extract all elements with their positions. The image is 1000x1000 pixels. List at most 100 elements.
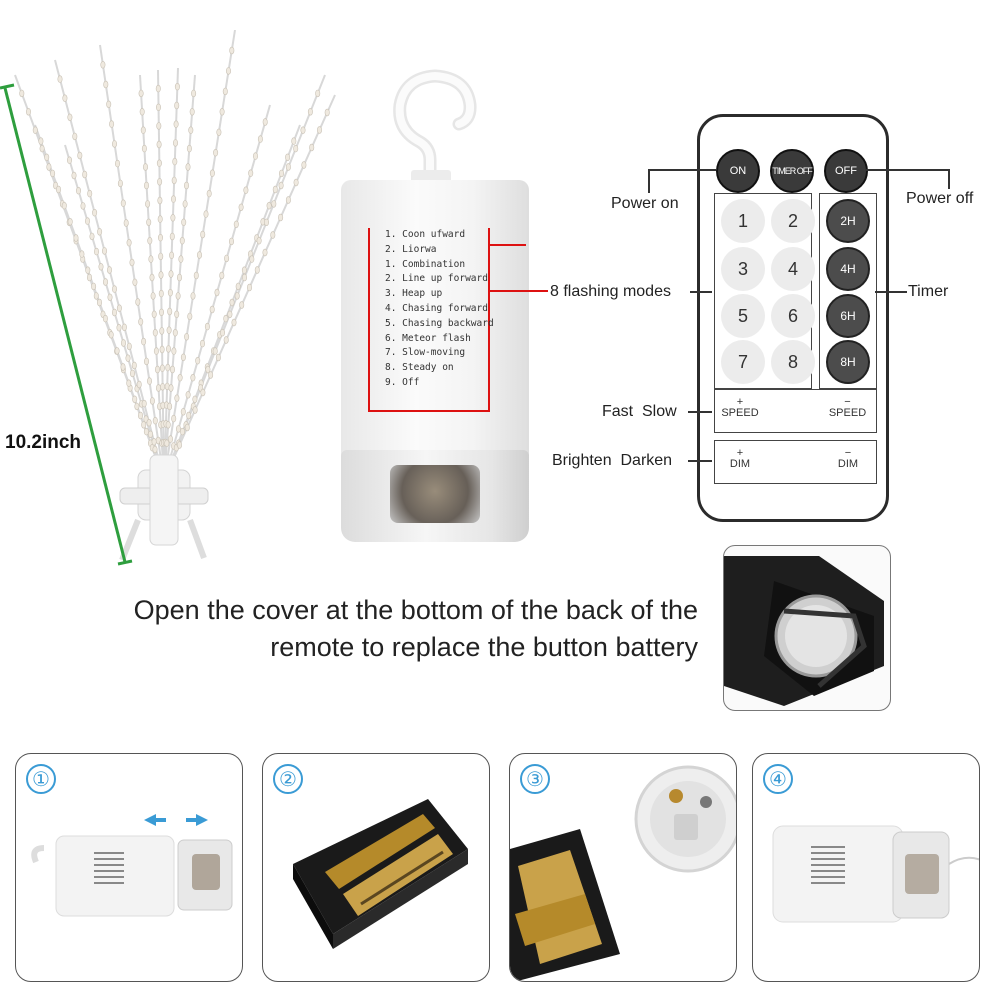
mode-button-4[interactable]: 4	[771, 247, 815, 291]
speed-up-button[interactable]: + SPEED	[720, 397, 760, 419]
on-button[interactable]: ON	[716, 149, 760, 193]
led-bead	[143, 427, 149, 436]
led-bead	[79, 250, 85, 258]
timer-8h-button[interactable]: 8H	[826, 340, 870, 384]
led-bead	[25, 108, 31, 116]
flashing-modes-callout: 8 flashing modes	[550, 283, 671, 300]
led-bead	[242, 273, 248, 282]
led-bead	[135, 298, 141, 306]
led-bead	[114, 347, 120, 355]
off-button[interactable]: OFF	[824, 149, 868, 193]
led-bead	[120, 199, 126, 207]
mode-button-1[interactable]: 1	[721, 199, 765, 243]
led-bead	[168, 384, 174, 392]
led-bead	[130, 369, 136, 378]
light-hub	[119, 454, 209, 562]
led-bead	[134, 402, 140, 411]
speed-down-button[interactable]: − SPEED	[825, 397, 870, 419]
led-bead	[100, 61, 106, 69]
darken-button[interactable]: − DIM	[828, 448, 868, 470]
led-bead	[67, 156, 73, 164]
callout-line	[875, 291, 907, 293]
mode-button-7[interactable]: 7	[721, 340, 765, 384]
led-bead	[121, 323, 127, 331]
led-bead	[239, 301, 245, 309]
led-bead	[147, 377, 153, 385]
led-bead	[38, 137, 44, 145]
minus-icon: −	[844, 447, 852, 459]
led-bead	[209, 169, 215, 177]
led-bead	[174, 310, 180, 318]
led-bead	[152, 445, 158, 454]
led-bead	[94, 247, 100, 256]
led-bead	[188, 126, 194, 134]
led-bead	[270, 231, 276, 239]
led-bead	[147, 237, 153, 245]
timer-off-button[interactable]: TIMER OFF	[770, 149, 814, 193]
brighten-darken-callout: Brighten Darken	[552, 452, 673, 469]
led-bead	[146, 218, 152, 227]
led-bead	[180, 353, 186, 361]
led-bead	[50, 169, 56, 178]
instruction-line-1: Open the cover at the bottom of the back…	[133, 595, 698, 625]
led-bead	[182, 200, 188, 208]
led-bead	[177, 273, 183, 282]
led-bead	[138, 89, 144, 98]
led-bead	[72, 132, 78, 141]
led-bead	[82, 170, 88, 179]
led-bead	[193, 271, 199, 280]
led-bead	[231, 318, 237, 327]
led-bead	[285, 196, 291, 204]
fast-slow-callout: Fast Slow	[602, 403, 677, 420]
led-bead	[285, 163, 291, 171]
mode-button-5[interactable]: 5	[721, 294, 765, 338]
mode-button-6[interactable]: 6	[771, 294, 815, 338]
callout-line	[690, 291, 712, 293]
led-bead	[112, 140, 118, 148]
mode-item: 3. Heap up	[385, 288, 443, 300]
led-bead	[190, 374, 196, 382]
led-bead	[159, 364, 165, 372]
led-bead	[152, 417, 158, 425]
timer-4h-button[interactable]: 4H	[826, 247, 870, 291]
led-bead	[262, 118, 268, 126]
led-bead	[157, 215, 163, 223]
led-bead	[103, 278, 109, 286]
height-dimension-label: 10.2inch	[5, 432, 82, 453]
led-bead	[223, 314, 229, 323]
led-bead	[169, 251, 175, 260]
callout-line	[648, 169, 716, 171]
battery-box: 1. Coon ufward 2. Liorwa 1. Combination …	[335, 60, 535, 560]
led-bead	[200, 339, 206, 348]
remote-control: ON TIMER OFF OFF 1 2 3 4 5 6 7 8 2H 4H 6…	[697, 114, 889, 522]
led-bead	[219, 108, 225, 116]
led-bead	[238, 203, 244, 212]
mode-button-8[interactable]: 8	[771, 340, 815, 384]
led-bead	[141, 144, 147, 153]
led-bead	[153, 347, 159, 355]
timer-6h-button[interactable]: 6H	[826, 294, 870, 338]
led-bead	[158, 271, 164, 279]
led-bead	[235, 282, 241, 291]
led-bead	[141, 421, 147, 429]
led-bead	[123, 219, 129, 227]
mode-button-2[interactable]: 2	[771, 199, 815, 243]
led-bead	[46, 163, 52, 171]
brighten-button[interactable]: + DIM	[720, 448, 760, 470]
led-bead	[173, 139, 179, 147]
led-bead	[291, 137, 297, 145]
led-bead	[278, 181, 284, 190]
led-bead	[89, 232, 95, 241]
led-bead	[129, 258, 135, 267]
mode-button-3[interactable]: 3	[721, 247, 765, 291]
step-number: ③	[520, 764, 550, 794]
led-bead	[256, 237, 262, 245]
led-bead	[197, 251, 203, 259]
led-bead	[158, 252, 164, 261]
speed-down-label: SPEED	[828, 407, 867, 419]
step-number: ①	[26, 764, 56, 794]
led-bead	[149, 273, 155, 282]
led-bead	[293, 178, 299, 187]
timer-2h-button[interactable]: 2H	[826, 199, 870, 243]
led-bead	[159, 345, 165, 354]
